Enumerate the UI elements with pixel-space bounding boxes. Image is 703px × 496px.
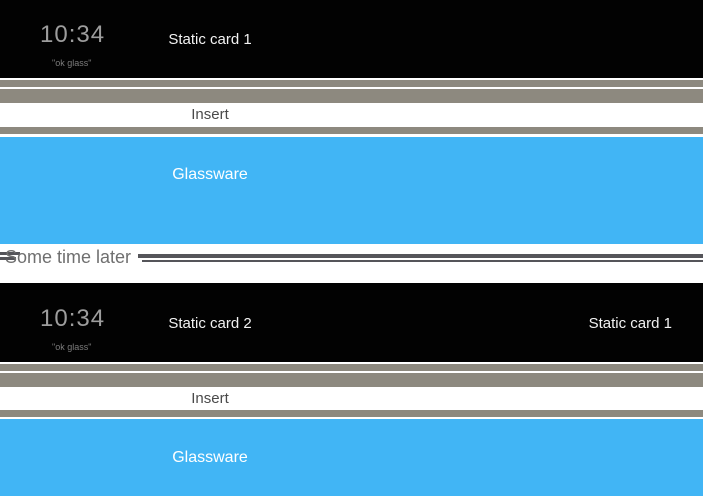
divider-rule	[142, 260, 703, 262]
static-card-1-label: Static card 1	[168, 31, 252, 48]
glassware-card-label: Glassware	[172, 449, 248, 466]
timeline-card-bar	[0, 373, 703, 387]
timeline-card-bar	[0, 410, 703, 417]
home-card-clock: 10:34	[40, 305, 106, 332]
timeline-card-bar	[0, 80, 703, 87]
glassware-card-label: Glassware	[172, 166, 248, 183]
timeline-strip-before: 10:34 "ok glass" Static card 1	[0, 0, 703, 78]
timeline-card-bar	[0, 127, 703, 134]
static-card-2-label: Static card 2	[168, 315, 252, 332]
divider-left-stub	[0, 252, 20, 255]
some-time-later-label: Some time later	[5, 247, 132, 267]
ok-glass-hotword: "ok glass"	[52, 58, 92, 68]
glassware-card: Glassware	[0, 419, 703, 496]
ok-glass-hotword: "ok glass"	[52, 342, 92, 352]
glassware-card: Glassware	[0, 137, 703, 244]
insert-label: Insert	[191, 390, 229, 407]
timeline-card-bar	[0, 364, 703, 371]
timeline-strip-after: 10:34 "ok glass" Static card 2 Static ca…	[0, 283, 703, 362]
static-card-1-label: Static card 1	[588, 315, 672, 332]
divider-left-stub	[0, 257, 16, 260]
insert-label: Insert	[191, 106, 229, 123]
home-card-clock: 10:34	[40, 21, 106, 48]
timeline-card-bar	[0, 89, 703, 103]
divider-rule	[138, 254, 703, 258]
